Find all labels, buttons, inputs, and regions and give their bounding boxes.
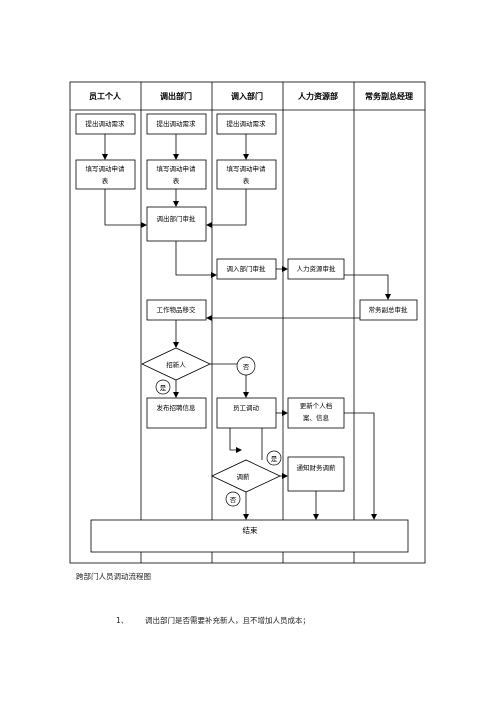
node-publish-recruitment-label: 发布招聘信息 bbox=[157, 403, 197, 412]
arrow-transfer-salary bbox=[229, 428, 242, 453]
node-update-file-line1: 更新个人档 bbox=[300, 401, 333, 410]
decision-recruit-label: 招新人 bbox=[166, 360, 186, 369]
node-end bbox=[90, 519, 409, 553]
note-number: 1、 bbox=[116, 616, 129, 625]
node-form-employee-line1: 填写调动申请 bbox=[86, 164, 126, 173]
figure-caption: 跨部门人员调动流程图 bbox=[76, 572, 151, 581]
node-end-label: 结束 bbox=[243, 525, 258, 535]
label-no-recruit-text: 否 bbox=[243, 363, 250, 371]
column-header-incoming-dept: 调入部门 bbox=[231, 91, 263, 101]
label-yes-recruit bbox=[155, 379, 171, 395]
node-form-incoming bbox=[216, 159, 277, 190]
node-vp-approval bbox=[359, 299, 418, 321]
label-no-salary-text: 否 bbox=[230, 496, 237, 504]
node-employee-transfer bbox=[216, 397, 277, 429]
node-request-incoming bbox=[216, 113, 277, 135]
label-yes-salary-text: 是 bbox=[271, 455, 278, 463]
swimlane-frame bbox=[69, 81, 426, 564]
column-header-vp: 常务副总经理 bbox=[365, 91, 413, 101]
node-update-file-line2: 案、信息 bbox=[303, 413, 330, 422]
node-request-incoming-label: 提出调动需求 bbox=[227, 119, 267, 128]
node-notify-finance bbox=[287, 456, 345, 492]
column-header-employee: 员工个人 bbox=[89, 91, 122, 101]
node-update-file bbox=[287, 397, 345, 429]
node-handover-label: 工作物品移交 bbox=[157, 305, 197, 314]
column-header-hr: 人力资源部 bbox=[298, 91, 338, 101]
decision-salary-label: 调薪 bbox=[237, 472, 251, 481]
node-request-employee-label: 提出调动需求 bbox=[86, 119, 126, 128]
arrow-form1-outapproval bbox=[104, 189, 147, 228]
node-handover bbox=[146, 299, 207, 321]
column-header-outgoing-dept: 调出部门 bbox=[160, 91, 192, 101]
note-text: 调出部门是否需要补充新人，且不增加人员成本； bbox=[145, 616, 310, 625]
label-yes-recruit-text: 是 bbox=[160, 384, 167, 392]
node-form-outgoing-line1: 填写调动申请 bbox=[157, 164, 197, 173]
node-incoming-approval-label: 调入部门审批 bbox=[227, 264, 267, 273]
node-request-employee bbox=[75, 113, 136, 135]
node-form-outgoing-line2: 表 bbox=[173, 176, 180, 185]
arrow-form3-outapproval bbox=[206, 189, 247, 228]
node-outgoing-approval bbox=[146, 206, 207, 242]
label-no-salary bbox=[225, 491, 241, 507]
node-vp-approval-label: 常务副总审批 bbox=[369, 305, 409, 314]
node-form-incoming-line1: 填写调动申请 bbox=[227, 164, 267, 173]
node-form-incoming-line2: 表 bbox=[243, 176, 250, 185]
arrow-updatefile-end bbox=[344, 412, 377, 520]
label-yes-salary bbox=[266, 450, 282, 466]
node-form-outgoing bbox=[146, 159, 207, 190]
node-outgoing-approval-label: 调出部门审批 bbox=[157, 214, 197, 223]
node-request-outgoing bbox=[146, 113, 207, 135]
node-form-employee-line2: 表 bbox=[102, 176, 109, 185]
node-hr-approval bbox=[287, 258, 345, 280]
node-notify-finance-label: 通知财务调薪 bbox=[297, 463, 337, 472]
node-request-outgoing-label: 提出调动需求 bbox=[157, 119, 197, 128]
arrow-hrapproval-vpapproval bbox=[344, 274, 391, 300]
node-employee-transfer-label: 员工调动 bbox=[233, 403, 260, 412]
node-form-employee bbox=[75, 159, 136, 190]
node-hr-approval-label: 人力资源审批 bbox=[297, 264, 337, 273]
arrow-outapproval-inapproval bbox=[175, 241, 217, 278]
node-publish-recruitment bbox=[146, 397, 207, 429]
